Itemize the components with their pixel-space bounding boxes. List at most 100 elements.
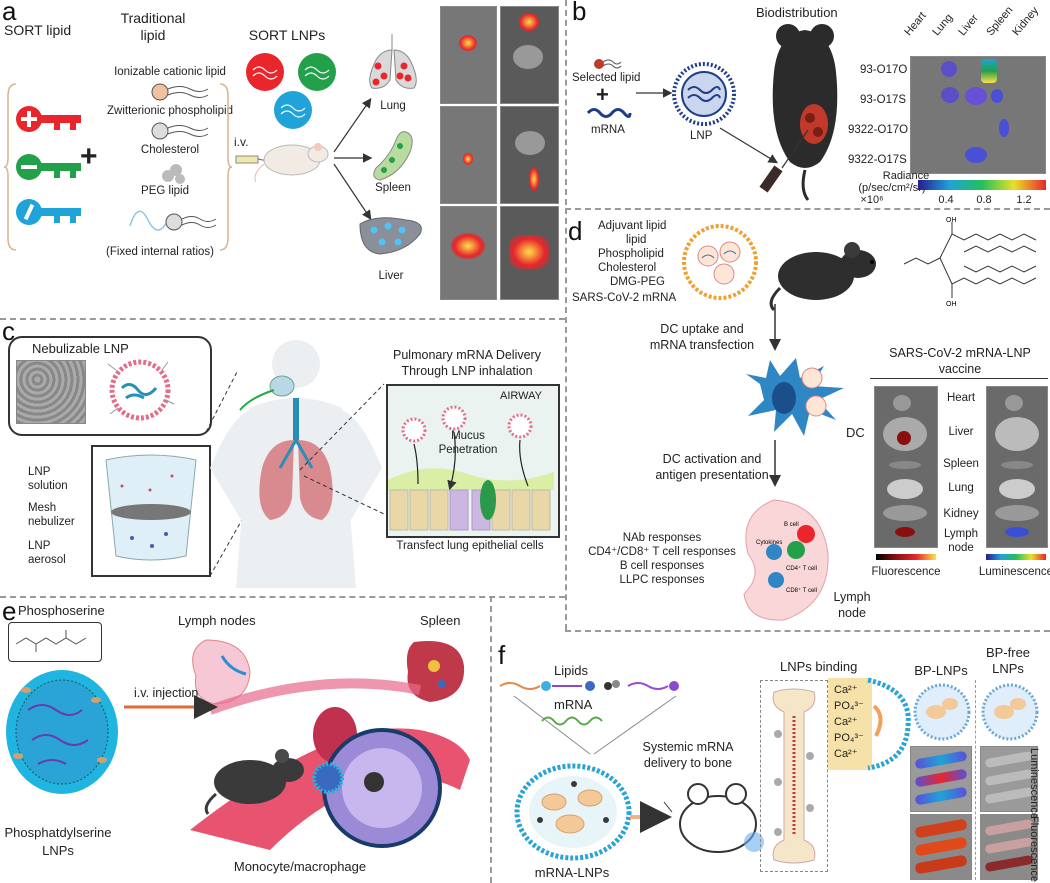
f-fluorescence-label: Fluorescence (1028, 816, 1040, 883)
dc-uptake-label-2: mRNA transfection (649, 338, 755, 352)
pulmonary-title-2: Through LNP inhalation (401, 364, 533, 378)
d-organ-spleen: Spleen (943, 458, 979, 470)
d-component-1: lipid (626, 234, 647, 246)
spleen-icon (373, 131, 413, 181)
radiance-label-2: (p/sec/cm²/sr) (858, 182, 926, 194)
b-plus: + (596, 82, 609, 107)
traditional-lipid-label-2: lipid (140, 27, 166, 43)
response-1: CD4⁺/CD8⁺ T cell responses (588, 546, 736, 558)
b-mrna-label: mRNA (591, 124, 625, 136)
mucus-label-2: Penetration (438, 444, 498, 456)
anionic-key-icon (16, 154, 81, 180)
bone-zoom-box (760, 680, 828, 872)
organ-spleen-label: Spleen (375, 182, 411, 194)
ps-lnps-label-1: Phosphatdylserine (4, 825, 112, 840)
lymph-nodes-label: Lymph nodes (178, 613, 256, 628)
d-component-4: DMG-PEG (610, 276, 665, 288)
divider-a-b (565, 0, 567, 205)
liver-icon (359, 217, 422, 255)
aerosol-label-1: LNP (28, 540, 51, 552)
col-spleen: Spleen (984, 4, 1016, 39)
tick-0-4: 0.4 (938, 194, 954, 206)
svg-text:OH: OH (946, 217, 957, 224)
airway-label: AIRWAY (500, 390, 542, 402)
systemic-label-1: Systemic mRNA (642, 740, 734, 754)
phosphoserine-label: Phosphoserine (18, 603, 105, 618)
ivis-whole-body-liver (440, 206, 497, 300)
lipids-label: Lipids (554, 663, 588, 678)
mucus-label-1: Mucus (451, 430, 485, 442)
d-component-0: Adjuvant lipid (598, 220, 667, 232)
lymph-node-icon: B cell Cytokines CD4⁺ T cell CD8⁺ T cell (743, 499, 829, 621)
panel-a-letter: a (2, 0, 17, 26)
lymph-node-label-2: node (838, 606, 866, 620)
sort-lipid-label: SORT lipid (4, 22, 72, 38)
lnp-solution-label-2: solution (28, 480, 68, 492)
col-kidney: Kidney (1010, 4, 1042, 39)
phospholipid-icon (151, 122, 209, 140)
ion-4: Ca²⁺ (834, 748, 858, 760)
macrophage-zoom (312, 728, 442, 848)
cholesterol-label: Cholesterol (140, 144, 200, 156)
lnps-binding-label: LNPs binding (780, 659, 858, 674)
e-black-mouse-icon (204, 749, 304, 815)
iv-injection-label: i.v. injection (134, 686, 199, 700)
binding-lnp-icon (867, 677, 911, 771)
e-arrow (124, 695, 218, 719)
row-9322-o17o: 9322-O17O (848, 124, 909, 136)
ivis-organs-spleen (500, 106, 559, 204)
ionizable-lipid-icon (151, 83, 209, 101)
zwitterionic-label: Zwitterionic phospholipid (107, 105, 233, 117)
human-lungs-illustration (210, 340, 382, 588)
divider-ab-cd (0, 318, 565, 320)
cell-cd4: CD4⁺ T cell (786, 565, 817, 572)
black-mouse-icon (772, 24, 838, 201)
ps-lnps-label-2: LNPs (42, 843, 74, 858)
row-93-o17s: 93-O17S (860, 94, 907, 106)
d-component-3: Cholesterol (598, 262, 657, 274)
arrows-to-organs (333, 98, 373, 220)
divider-b-d (565, 208, 1050, 210)
dc-activation-label-2: antigen presentation (655, 468, 769, 482)
c-zoom-lines-2 (299, 383, 385, 515)
divider-c-e (0, 596, 565, 598)
panel-d-letter: d (568, 216, 583, 246)
lipids-row-icon (499, 680, 679, 691)
lung-icon (369, 34, 417, 89)
col-heart: Heart (902, 9, 929, 39)
plus-sign: + (80, 140, 98, 173)
vaccine-rule (870, 378, 1048, 379)
traditional-lipid-label-1: Traditional (120, 10, 186, 26)
cholesterol-icon (162, 164, 185, 184)
d-component-5: SARS-CoV-2 mRNA (572, 292, 677, 304)
radiance-label-1: Radiance (882, 170, 930, 182)
e-spleen-icon (406, 641, 465, 702)
vaccine-title-2: vaccine (938, 362, 982, 376)
bp-fluorescence-image (910, 814, 972, 880)
mrna-lnp-icon (514, 763, 632, 861)
f-mrna-icon (541, 716, 603, 726)
organ-liver-label: Liver (378, 270, 404, 282)
d-arrow-1 (769, 304, 781, 351)
b-ivis-grid (910, 56, 1046, 174)
b-arrow (636, 88, 673, 98)
nebulizable-lnp-icon (107, 359, 175, 421)
neutral-key-icon (16, 199, 81, 225)
monocyte-label: Monocyte/macrophage (233, 859, 367, 874)
nebulizable-lnp-label: Nebulizable LNP (32, 341, 129, 356)
bp-free-label-1: BP-free (985, 645, 1031, 660)
bp-free-fluorescence-image (980, 814, 1038, 880)
f-funnel-lines (513, 695, 677, 755)
pulmonary-title-1: Pulmonary mRNA Delivery (393, 348, 541, 362)
right-brace (219, 83, 233, 251)
bone-icon (772, 688, 816, 864)
peg-lipid-label: PEG lipid (141, 185, 189, 197)
e-spleen-label: Spleen (420, 613, 461, 628)
transfect-label: Transfect lung epithelial cells (396, 540, 544, 552)
nebulizer-cup-icon (91, 445, 211, 577)
ion-3: PO₄³⁻ (834, 732, 864, 744)
svg-text:OH: OH (946, 301, 957, 308)
radiance-label-3: ×10⁶ (860, 194, 884, 206)
biodistribution-title: Biodistribution (756, 5, 838, 20)
radiance-colorbar (918, 180, 1046, 190)
